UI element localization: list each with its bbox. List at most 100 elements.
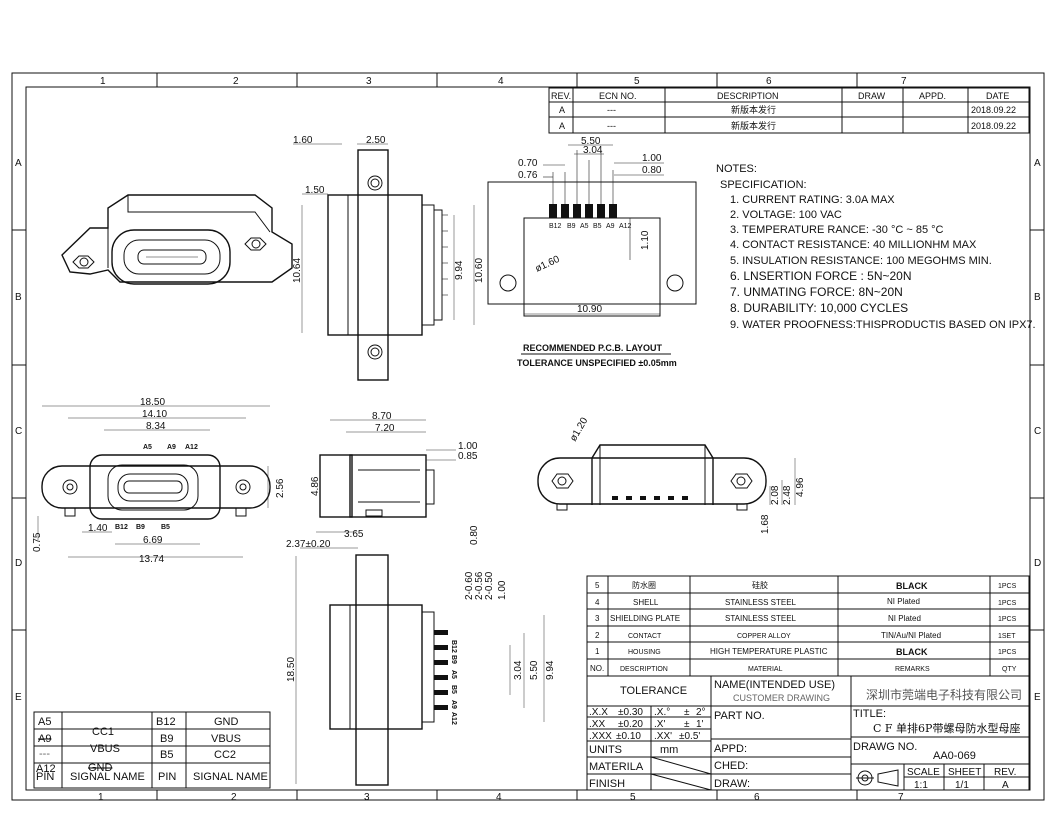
pin-footer: PIN	[158, 771, 176, 783]
pcb-pin-label: A12	[619, 223, 632, 230]
rev-cell: A	[559, 105, 565, 115]
row-label-right: B	[1034, 292, 1041, 303]
pin-cell: A12	[36, 763, 56, 775]
note-item: 9. WATER PROOFNESS:THISPRODUCTIS BASED O…	[730, 319, 1036, 331]
tol-cell: .XX'	[654, 731, 672, 742]
dim-label: 10.64	[292, 258, 303, 283]
inner-frame	[25, 86, 1031, 791]
dim-label: 9.94	[545, 660, 556, 680]
col-label-top: 2	[233, 76, 239, 87]
dim-label: 10.90	[577, 304, 602, 315]
bom-cell: NI Plated	[888, 614, 921, 623]
pin-footer: PIN	[36, 771, 54, 783]
row-label-left: B	[15, 292, 22, 303]
dim-label: 0.85	[458, 451, 478, 462]
dim-label: 1.10	[640, 230, 651, 250]
front-pin-label: B9	[136, 524, 145, 531]
pin-footer: SIGNAL NAME	[193, 771, 268, 783]
bom-cell: 4	[595, 598, 600, 607]
rev-header: DATE	[986, 91, 1009, 101]
title-value: C F 单排6P带螺母防水型母座	[873, 721, 1020, 735]
scale-label: SCALE	[907, 767, 940, 778]
tol-cell: 1'	[696, 719, 704, 730]
pin-cell: ---	[39, 748, 50, 760]
pin-cell: B12	[156, 716, 176, 728]
col-label-bottom: 3	[364, 792, 370, 803]
rev-header: APPD.	[919, 91, 946, 101]
tol-cell: .X'	[654, 719, 665, 730]
pin-cell: CC1	[92, 726, 114, 738]
note-item: 5. INSULATION RESISTANCE: 100 MEGOHMS MI…	[730, 255, 992, 267]
pin-table: A5 CC1 B12 GND A9 VBUS B9 VBUS --- B5 CC…	[33, 711, 271, 789]
pin-cell: B9	[160, 733, 173, 745]
col-label-top: 3	[366, 76, 372, 87]
bom-header: MATERIAL	[748, 666, 783, 673]
dim-label: 0.76	[518, 170, 538, 181]
tol-cell: ±	[684, 707, 690, 718]
isometric-view	[61, 194, 293, 285]
dim-label: ø1.20	[568, 415, 591, 443]
pin-cell: A5	[38, 716, 51, 728]
bottom-pin-label: A9	[450, 700, 457, 709]
row-label-right: C	[1034, 426, 1041, 437]
bom-cell: 2	[595, 631, 600, 640]
front-pin-label: A12	[185, 444, 198, 451]
ched-label: CHED:	[714, 760, 748, 772]
row-label-right: E	[1034, 692, 1041, 703]
dim-label: 0.70	[518, 158, 538, 169]
bom-cell: SHIELDING PLATE	[610, 614, 680, 623]
customer-label: CUSTOMER DRAWING	[733, 693, 830, 703]
pcb-pin-label: B5	[593, 223, 602, 230]
bom-header: QTY	[1002, 666, 1017, 673]
row-label-right: A	[1034, 158, 1041, 169]
pin-cell: VBUS	[90, 743, 120, 755]
dim-label: 2-0.50	[484, 571, 495, 600]
bom-cell: HOUSING	[628, 649, 661, 656]
note-item: 6. LNSERTION FORCE : 5N~20N	[730, 269, 912, 283]
dim-label: 1.60	[293, 135, 313, 146]
pcb-layout: B12 B9 A5 B5 A9 A12 5.50 3.04 1.00 0.80 …	[487, 136, 697, 368]
pin-cell: CC2	[214, 749, 236, 761]
bom-cell: 1PCS	[998, 600, 1017, 607]
bom-header: DESCRIPTION	[620, 666, 668, 673]
column-ticks	[12, 73, 1044, 800]
bom-cell: 3	[595, 614, 600, 623]
notes-subtitle: SPECIFICATION:	[720, 179, 807, 191]
dim-label: 7.20	[375, 423, 395, 434]
col-label-top: 1	[100, 76, 106, 87]
rev-cell: ---	[607, 105, 616, 115]
rev-cell: 新版本发行	[731, 120, 776, 131]
bottom-pin-label: B5	[450, 685, 457, 694]
row-label-left: C	[15, 426, 22, 437]
pcb-pin-label: B12	[549, 223, 562, 230]
bom-cell: STAINLESS STEEL	[725, 598, 797, 607]
appd-label: APPD:	[714, 743, 747, 755]
bottom-pin-label: B9	[450, 655, 457, 664]
tol-cell: .X.°	[654, 707, 670, 718]
tol-cell: ±0.20	[618, 719, 643, 730]
sheet-label: SHEET	[948, 767, 981, 778]
col-label-top: 7	[901, 76, 907, 87]
dim-label: 2.50	[366, 135, 386, 146]
bom-cell: BLACK	[896, 647, 928, 657]
bom-cell: TIN/Au/NI Plated	[881, 631, 941, 640]
row-label-left: D	[15, 558, 22, 569]
dim-label: 1.00	[497, 580, 508, 600]
pcb-pin-label: A5	[580, 223, 589, 230]
row-label-right: D	[1034, 558, 1041, 569]
sheet-value: 1/1	[955, 780, 969, 791]
tolerance-label: TOLERANCE	[620, 685, 687, 697]
rev-header: DRAW	[858, 91, 886, 101]
note-item: 1. CURRENT RATING: 3.0A MAX	[730, 194, 895, 206]
dim-label: 4.96	[795, 477, 806, 497]
revision-table: REV. ECN NO. DESCRIPTION DRAW APPD. DATE…	[548, 87, 1030, 134]
dim-label: 5.50	[581, 136, 601, 147]
draw-label: DRAW:	[714, 778, 750, 790]
dim-label: 18.50	[140, 397, 165, 408]
tol-cell: 2°	[696, 707, 706, 718]
tol-cell: ±0.5'	[679, 731, 700, 742]
bom-table: 5 防水圈 硅胶 BLACK 1PCS 4 SHELL STAINLESS ST…	[586, 575, 1030, 677]
rev-cell: ---	[607, 121, 616, 131]
tol-cell: .XXX	[589, 731, 612, 742]
